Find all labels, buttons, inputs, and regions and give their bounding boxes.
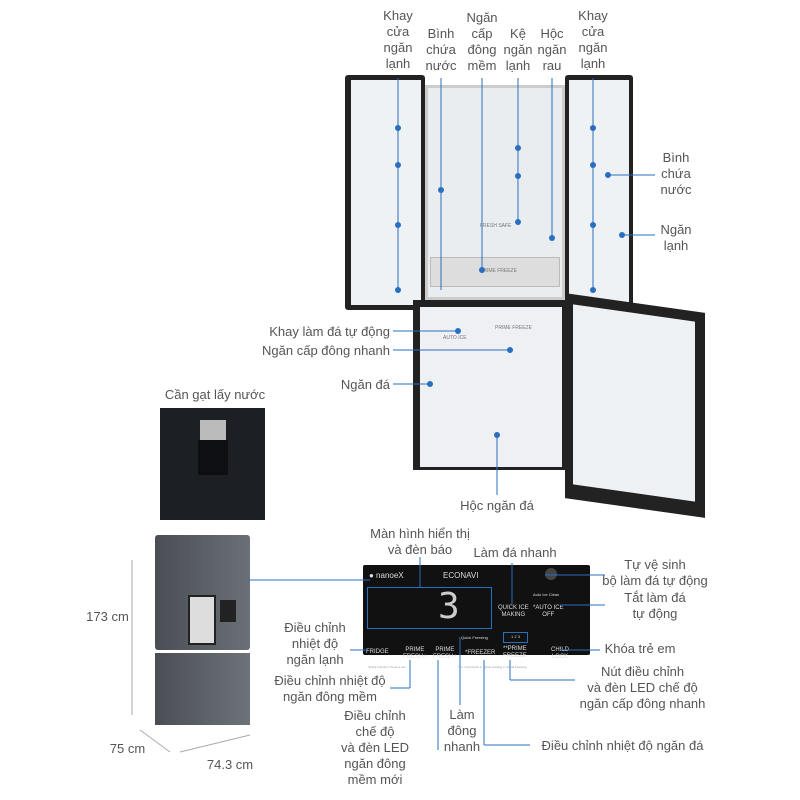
label-door-tray-left: Khay cửa ngăn lạnh	[383, 8, 413, 71]
callout-prime-freeze: Nút điều chỉnh và đèn LED chế độ ngăn cấ…	[579, 664, 706, 711]
prime-fresh-button-1[interactable]: PRIME FRESH+	[403, 647, 427, 660]
quick-freezing-label: Quick Freezing	[461, 635, 488, 640]
callout-prime-fresh-mode: Điều chỉnh chế độ và đèn LED ngăn đông m…	[341, 708, 409, 787]
fridge-exterior-image	[140, 535, 252, 725]
auto-ice-clean-button[interactable]	[545, 568, 557, 580]
water-dispenser-image	[160, 408, 265, 520]
callout-quick-ice: Làm đá nhanh	[473, 545, 557, 560]
display-screen	[367, 587, 492, 629]
callout-prime-fresh-temp: Điều chỉnh nhiệt độ ngăn đông mềm	[274, 673, 386, 704]
prime-fresh-button-2[interactable]: PRIME FRESH+	[433, 647, 457, 660]
callout-freezer-temp: Điều chỉnh nhiệt độ ngăn đá	[541, 738, 704, 753]
callout-fridge-temp: Điều chỉnh nhiệt độ ngăn lạnh	[284, 620, 346, 667]
label-ice-maker: Khay làm đá tự động	[269, 324, 390, 339]
callout-child-lock: Khóa trẻ em	[604, 641, 676, 656]
dimension-depth: 75 cm	[109, 741, 146, 756]
dimension-width: 74.3 cm	[206, 757, 254, 772]
dimension-height: 173 cm	[86, 609, 129, 624]
label-water-tank-right: Bình chứa nước	[660, 150, 692, 197]
fridge-interior-image: FRESH SAFE PRIME FREEZE AUTO ICE PRIME F…	[345, 75, 710, 518]
nanoex-logo: ● nanoeX	[369, 571, 404, 580]
control-panel: ● nanoeX ECONAVI Auto Ice Clean 3 QUICK …	[363, 565, 590, 669]
callout-auto-ice-off: Tắt làm đá tự động	[624, 590, 686, 621]
callout-self-clean: Tự vệ sinh bộ làm đá tự động	[602, 557, 708, 588]
panel-note-extra: *Extra Function: Press 3 sec.	[368, 665, 407, 669]
quick-ice-making-button[interactable]: QUICK ICE MAKING	[498, 605, 529, 618]
prime-freeze-button[interactable]: **PRIME FREEZE	[503, 646, 527, 659]
label-fridge-compartment: Ngăn lạnh	[660, 222, 692, 253]
prime-freeze-tag-lower: PRIME FREEZE	[495, 325, 532, 331]
label-freezer-drawer: Hộc ngăn đá	[460, 498, 534, 513]
label-water-tank-top: Bình chứa nước	[425, 26, 457, 73]
child-lock-button[interactable]: CHILD LOCK	[551, 647, 570, 660]
label-fridge-shelf: Kệ ngăn lạnh	[503, 26, 533, 73]
callout-quick-freezing: Làm đông nhanh	[443, 707, 481, 754]
callout-display: Màn hình hiển thị và đèn báo	[370, 526, 470, 557]
auto-ice-off-button[interactable]: *AUTO ICE OFF	[533, 605, 564, 618]
fresh-safe-tag: FRESH SAFE	[480, 223, 512, 229]
fridge-button[interactable]: FRIDGE	[366, 649, 389, 655]
label-water-lever: Cần gạt lấy nước	[164, 387, 266, 402]
prime-freeze-tag-upper: PRIME FREEZE	[480, 268, 517, 274]
auto-ice-tag: AUTO ICE	[443, 335, 467, 341]
label-soft-freeze: Ngăn cấp đông mềm	[466, 10, 498, 73]
label-vegetable-drawer: Hộc ngăn rau	[537, 26, 567, 73]
panel-note-modes: ** 1. Cool Down 2. Quick Cooling 3. Rapi…	[458, 665, 527, 669]
label-freezer: Ngăn đá	[340, 377, 390, 392]
display-digit: 3	[438, 586, 460, 627]
econavi-logo: ECONAVI	[443, 571, 479, 580]
freezer-button[interactable]: *FREEZER	[465, 650, 496, 656]
auto-ice-clean-label: Auto Ice Clean	[533, 592, 560, 597]
prime-freeze-levels: 1 2 3	[503, 632, 528, 643]
label-door-tray-right: Khay cửa ngăn lạnh	[578, 8, 608, 71]
label-quick-freeze: Ngăn cấp đông nhanh	[262, 343, 390, 358]
